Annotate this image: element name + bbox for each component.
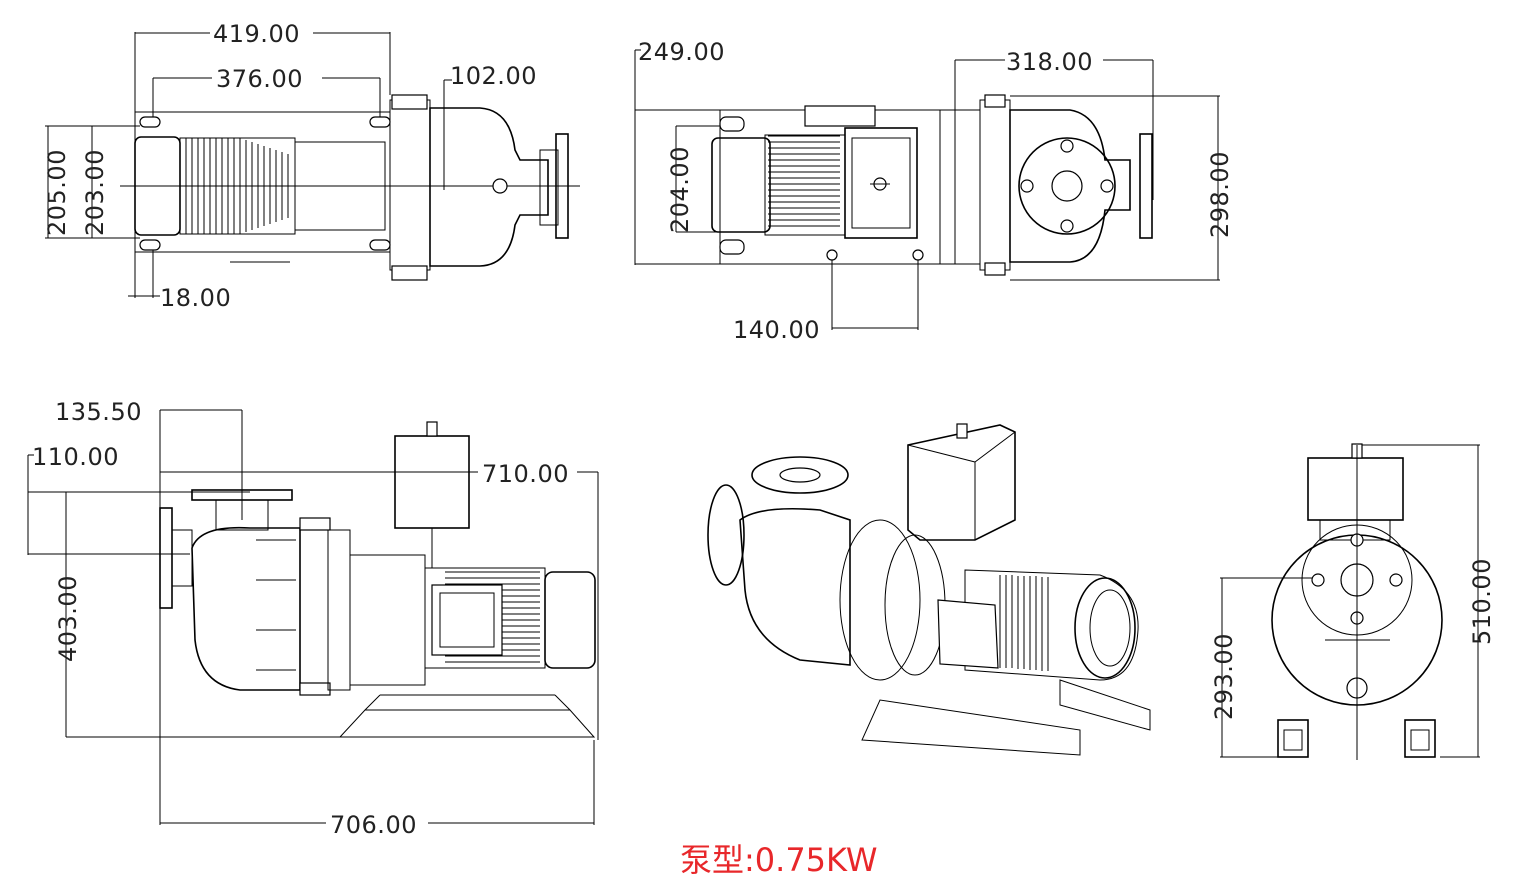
dim-298: 298.00 <box>1206 151 1234 238</box>
top-view: 419.00 376.00 102.00 205.00 203.00 18.00 <box>43 20 580 312</box>
dim-249: 249.00 <box>638 38 725 66</box>
dim-205: 205.00 <box>43 149 71 236</box>
dim-510: 510.00 <box>1468 558 1496 645</box>
dim-403: 403.00 <box>54 575 82 662</box>
dim-102: 102.00 <box>450 62 537 90</box>
dim-419: 419.00 <box>213 20 300 48</box>
pump-model-caption: 泵型:0.75KW <box>680 841 878 879</box>
motor-fins-iso <box>999 575 1049 671</box>
motor-fins-rear <box>768 135 840 227</box>
dim-710: 710.00 <box>482 460 569 488</box>
dim-110: 110.00 <box>32 443 119 471</box>
side-view: 135.50 110.00 710.00 403.00 706.00 <box>27 398 599 839</box>
dim-204: 204.00 <box>666 146 694 233</box>
dim-18: 18.00 <box>160 284 231 312</box>
rear-top-view: 249.00 318.00 204.00 298.00 140.00 <box>634 38 1234 344</box>
dim-140: 140.00 <box>733 316 820 344</box>
dim-293: 293.00 <box>1210 633 1238 720</box>
dim-376: 376.00 <box>216 65 303 93</box>
dim-135-5: 135.50 <box>55 398 142 426</box>
dim-706: 706.00 <box>330 811 417 839</box>
front-view: 510.00 293.00 <box>1210 443 1496 760</box>
dim-203: 203.00 <box>81 149 109 236</box>
dim-318: 318.00 <box>1006 48 1093 76</box>
isometric-view <box>707 423 1151 756</box>
